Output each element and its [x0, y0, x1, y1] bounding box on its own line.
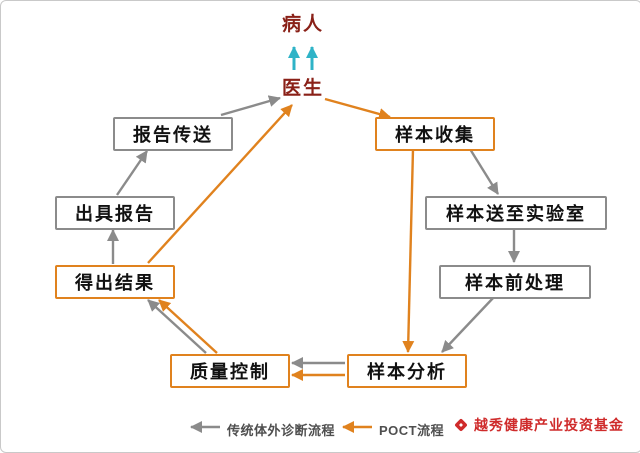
arrow-qc-to-result-orange — [158, 299, 218, 354]
arrow-collection-to-analysis — [402, 148, 415, 353]
brand-logo-icon — [455, 419, 467, 431]
brand-name: 越秀健康产业投资基金 — [474, 417, 624, 433]
doctor-label: 医生 — [281, 78, 324, 99]
arrow-report-delivery-to-doctor — [220, 95, 281, 117]
node-report-delivery: 报告传送 — [113, 117, 233, 151]
node-sample-analysis: 样本分析 — [347, 354, 467, 388]
node-sample-to-lab: 样本送至实验室 — [425, 196, 607, 230]
arrow-pretreatment-to-analysis — [441, 296, 495, 353]
arrow-qc-to-result-gray — [147, 299, 207, 354]
legend-traditional-label: 传统体外诊断流程 — [227, 423, 336, 438]
arrow-issue-report-to-report-delivery — [116, 150, 148, 196]
patient-label: 病人 — [281, 14, 324, 35]
node-quality-control: 质量控制 — [170, 354, 290, 388]
arrow-collection-to-lab — [468, 148, 500, 195]
legend-poct-label: POCT流程 — [379, 423, 445, 438]
arrow-doctor-to-collection — [324, 97, 391, 120]
node-result: 得出结果 — [55, 265, 175, 299]
node-sample-pretreatment: 样本前处理 — [439, 265, 591, 299]
node-issue-report: 出具报告 — [55, 196, 175, 230]
brand: 越秀健康产业投资基金 — [453, 415, 624, 435]
node-sample-collection: 样本收集 — [375, 117, 495, 151]
